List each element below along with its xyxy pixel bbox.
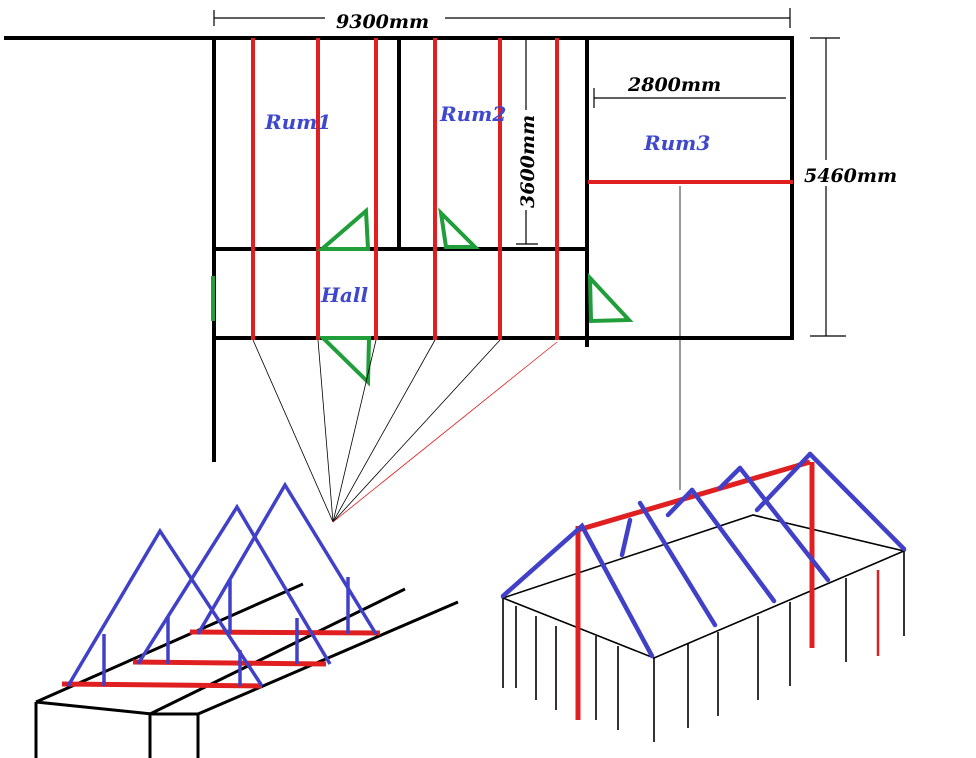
plan-beams [251,38,793,340]
dimension-room-depth-label: 3600mm [517,115,539,208]
room-label-hall: Hall [320,283,368,307]
dimension-room3-width-label: 2800mm [627,74,721,96]
dimension-label-bg [325,6,445,32]
plan-truss-markers [211,206,634,387]
room-label-rum3: Rum3 [643,131,710,155]
room-label-rum1: Rum1 [264,110,331,134]
room-label-rum2: Rum2 [439,102,506,126]
dimension-depth-label-bg [512,110,540,210]
dimension-room3-width [593,88,786,108]
connector-line-red [332,341,558,523]
dimension-label-bg [800,160,896,186]
floor-plan-walls [4,36,794,462]
dimension-width-total-label: 9300mm [336,11,429,33]
dimension-width-total [213,8,791,28]
right-roof-sketch [500,451,907,742]
left-truss-sketch [34,481,459,758]
dimension-house-depth [810,37,846,337]
connector-lines [252,186,681,523]
dimension-house-depth-label: 5460mm [804,165,897,187]
